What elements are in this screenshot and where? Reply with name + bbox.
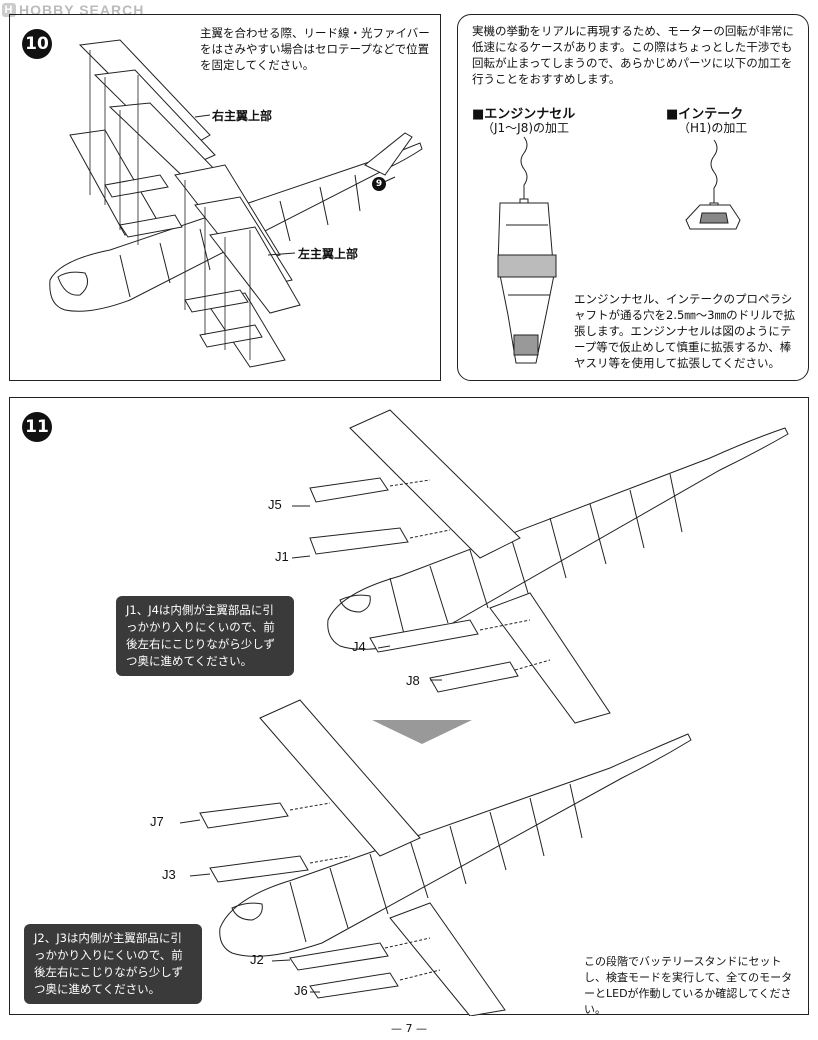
step11-number: 11: [22, 412, 52, 442]
part-label-j8: J8: [406, 673, 420, 688]
intake-subtitle: （H1)の加工: [678, 121, 748, 135]
engine-nacelle-title: ■エンジンナセル: [472, 107, 576, 122]
left-wing-upper-label: 左主翼上部: [298, 247, 359, 261]
tip-note: エンジンナセル、インテークのプロペラシャフトが通る穴を2.5㎜～3㎜のドリルで拡…: [574, 292, 796, 370]
tip-illustration: [497, 136, 741, 364]
hobby-search-icon: H: [2, 3, 16, 17]
step11-illustration: [179, 409, 789, 1016]
part-label-j2: J2: [250, 952, 264, 967]
part-label-j3: J3: [162, 867, 176, 882]
step10-instruction: 主翼を合わせる際、リード線・光ファイバーをはさみやすい場合はセロテープなどで位置…: [200, 26, 430, 72]
step11-panel: 11: [9, 397, 809, 1016]
part-label-j7: J7: [150, 814, 164, 829]
step10-illustration: [49, 39, 423, 368]
right-wing-upper-label: 右主翼上部: [212, 109, 273, 123]
step10-panel: 10 主翼を合わせる際、リード線・光ファイバーをはさみやすい場合はセロテープなど…: [9, 14, 441, 381]
page-number: — 7 —: [391, 1022, 427, 1035]
tip-intro: 実機の挙動をリアルに再現するため、モーターの回転が非常に低速になるケースがありま…: [472, 24, 794, 86]
part-label-j4: J4: [352, 639, 366, 654]
part-label-j6: J6: [294, 983, 308, 998]
final-check-note: この段階でバッテリースタンドにセットし、検査モードを実行して、全てのモーターとL…: [584, 955, 793, 1016]
intake-title: ■インテーク: [666, 107, 744, 122]
tip-panel: 実機の挙動をリアルに再現するため、モーターの回転が非常に低速になるケースがありま…: [457, 14, 809, 381]
step9-reference: 9: [372, 177, 386, 191]
part-label-j5: J5: [268, 497, 282, 512]
caution-box-top: J1、J4は内側が主翼部品に引っかかり入りにくいので、前後左右にこじりながら少し…: [116, 596, 294, 676]
step10-number: 10: [22, 29, 52, 59]
engine-nacelle-subtitle: （J1～J8)の加工: [482, 121, 570, 135]
part-label-j1: J1: [275, 549, 289, 564]
caution-box-bottom: J2、J3は内側が主翼部品に引っかかり入りにくいので、前後左右にこじりながら少し…: [24, 924, 202, 1004]
